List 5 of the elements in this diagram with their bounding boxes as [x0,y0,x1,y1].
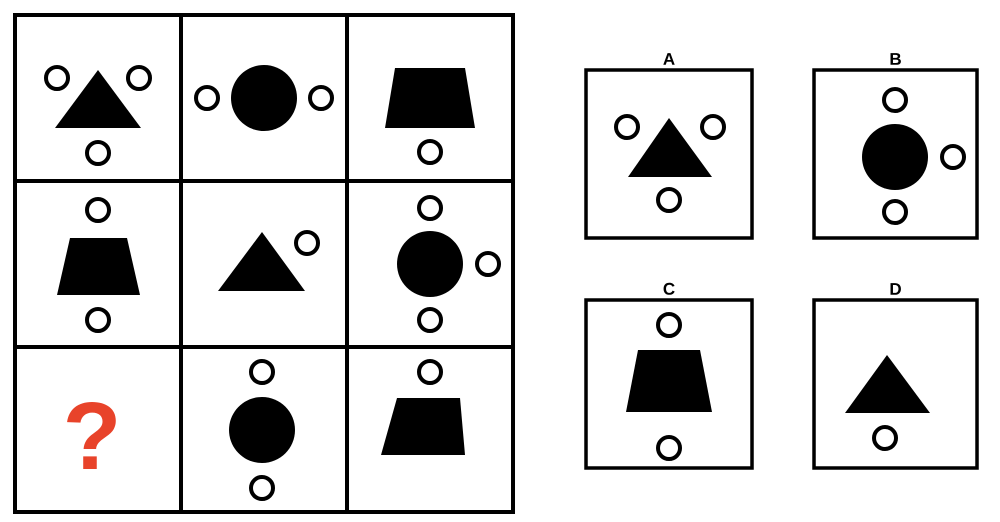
option-letter: D [890,283,901,295]
option-letter: C [664,282,675,295]
option-letter: A [663,53,675,65]
grid-cell: ? [13,345,183,514]
option-letter: B [890,53,901,65]
